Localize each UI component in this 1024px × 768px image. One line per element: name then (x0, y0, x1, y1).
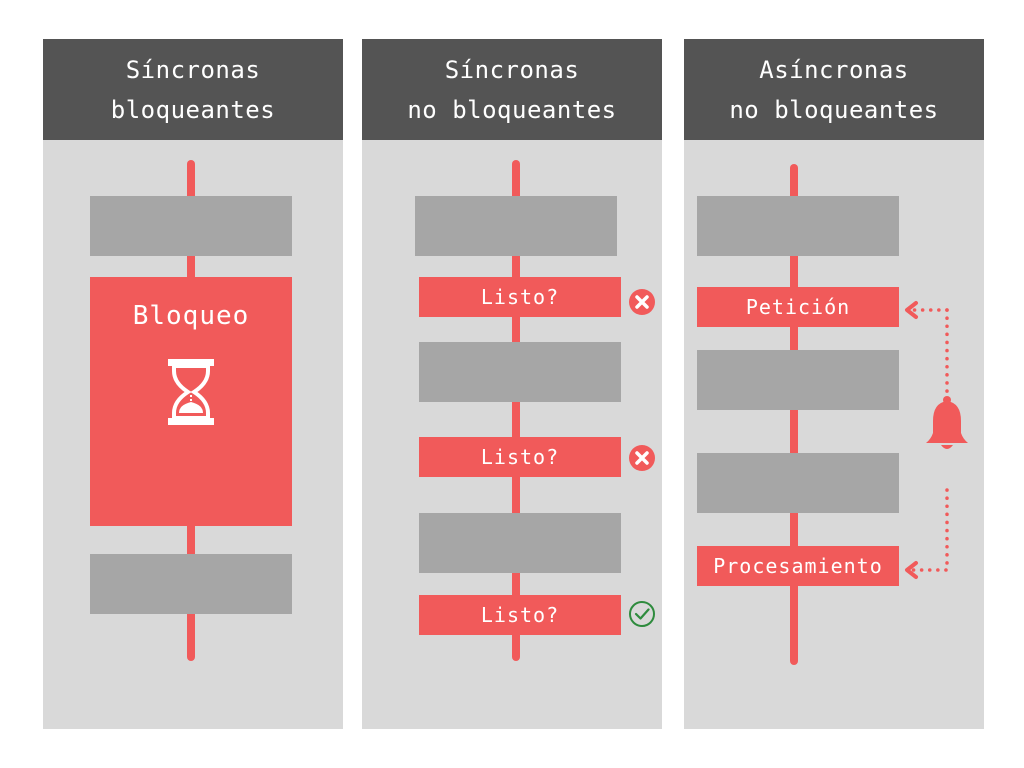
panel-title-line-2: bloqueantes (110, 95, 276, 124)
task-block (415, 196, 617, 256)
blocking-label: Bloqueo (132, 301, 250, 331)
panel-header: Síncronas bloqueantes (43, 39, 343, 140)
processing-label: Procesamiento (697, 546, 899, 586)
ready-check-label: Listo? (419, 595, 621, 635)
x-circle-icon (629, 445, 655, 471)
task-block (419, 513, 621, 573)
panel-title-line-2: no bloqueantes (407, 95, 617, 124)
task-block (697, 196, 899, 256)
hourglass-icon (168, 359, 214, 425)
panel-header: Síncronas no bloqueantes (362, 39, 662, 140)
ready-check-label: Listo? (419, 277, 621, 317)
x-circle-icon (629, 289, 655, 315)
panel-header: Asíncronas no bloqueantes (684, 39, 984, 140)
bell-icon (926, 396, 968, 449)
task-block (90, 554, 292, 614)
check-circle-icon (629, 601, 655, 627)
panel-title-line-1: Asíncronas (759, 55, 909, 84)
task-block (90, 196, 292, 256)
timeline (790, 164, 798, 665)
timeline (512, 160, 520, 661)
task-block (697, 350, 899, 410)
task-block (697, 453, 899, 513)
panel-async-nonblocking: Asíncronas no bloqueantes Petición Proce… (684, 39, 984, 729)
request-label: Petición (697, 287, 899, 327)
panel-title-line-2: no bloqueantes (729, 95, 939, 124)
ready-check-label: Listo? (419, 437, 621, 477)
panel-title-line-1: Síncronas (125, 55, 261, 84)
panel-sync-blocking: Síncronas bloqueantes Bloqueo (43, 39, 343, 729)
blocking-block: Bloqueo (90, 277, 292, 526)
panel-title-line-1: Síncronas (444, 55, 580, 84)
task-block (419, 342, 621, 402)
panel-sync-nonblocking: Síncronas no bloqueantes Listo? Listo? L… (362, 39, 662, 729)
callback-connector (905, 301, 949, 579)
